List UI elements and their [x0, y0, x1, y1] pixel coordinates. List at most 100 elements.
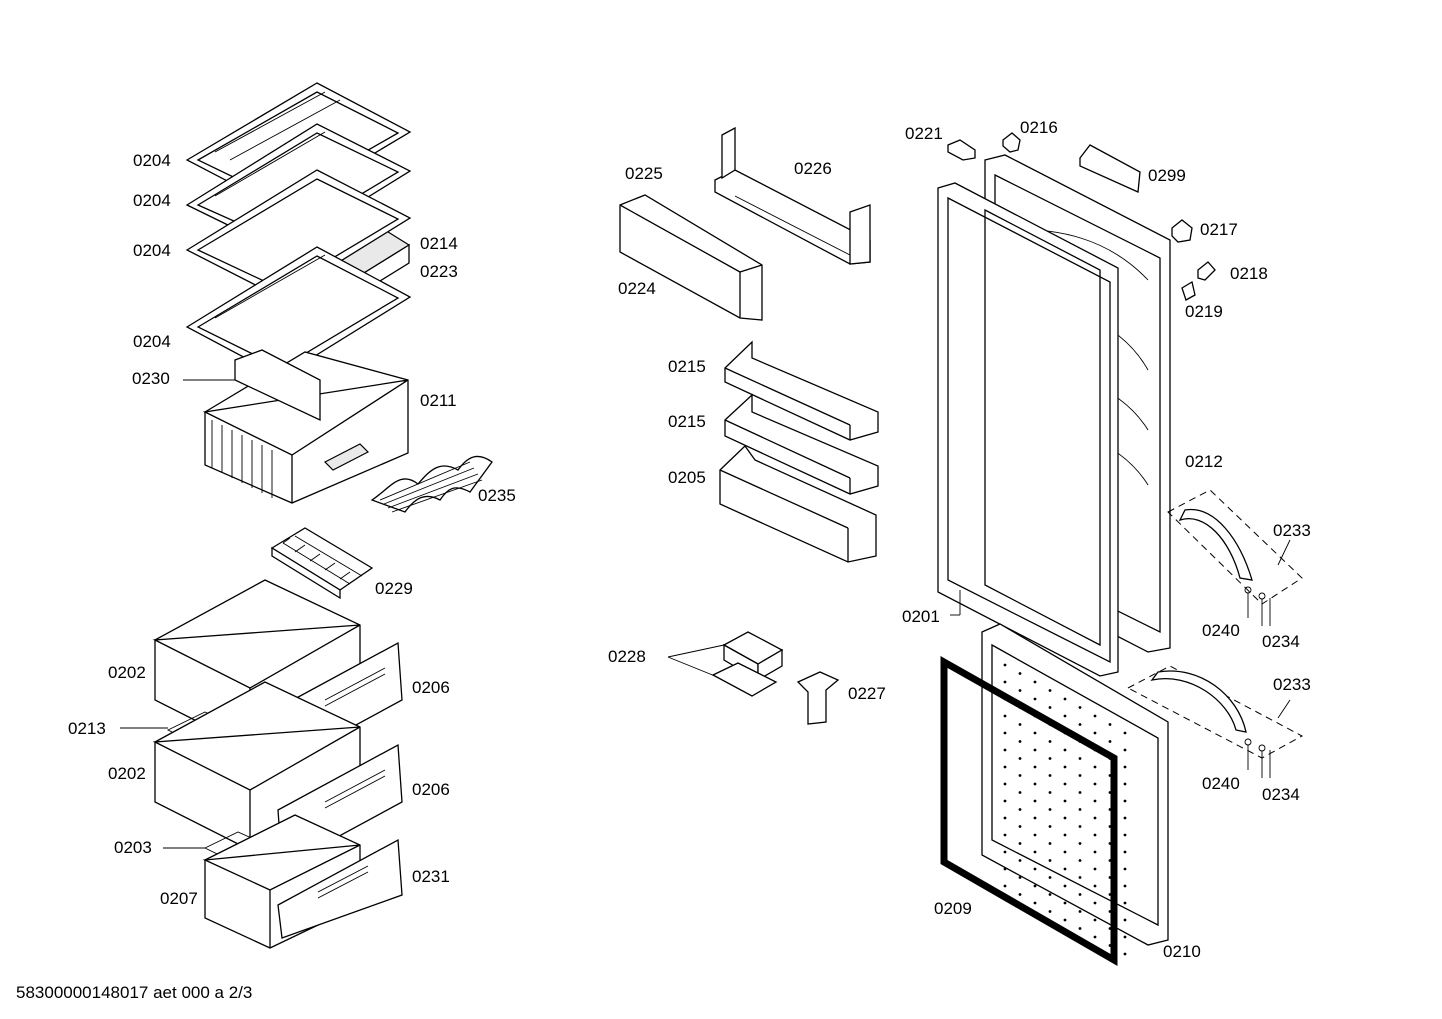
- part-label-0206[interactable]: 0206: [412, 780, 450, 799]
- door-dot: [1123, 884, 1127, 888]
- door-dot: [1033, 680, 1037, 684]
- door-dot: [1078, 723, 1082, 726]
- door-dot: [1078, 825, 1082, 828]
- door-dot: [1123, 799, 1127, 803]
- door-dot: [1033, 748, 1037, 752]
- door-dot: [1063, 731, 1067, 735]
- part-label-0211[interactable]: 0211: [420, 391, 457, 410]
- part-label-0224[interactable]: 0224: [618, 279, 656, 298]
- part-label-0230[interactable]: 0230: [132, 369, 170, 388]
- part-label-0223[interactable]: 0223: [420, 262, 458, 281]
- door-dot: [1063, 748, 1067, 752]
- door-dot: [1018, 689, 1022, 692]
- door-dot: [1033, 782, 1037, 786]
- part-label-0240[interactable]: 0240: [1202, 774, 1240, 793]
- door-dot: [1003, 680, 1007, 684]
- door-dot: [1003, 816, 1007, 820]
- freezer-drawer-bottom: [202, 814, 403, 949]
- part-label-0235[interactable]: 0235: [478, 486, 516, 505]
- door-dot: [1078, 910, 1082, 913]
- door-dot: [1003, 833, 1007, 837]
- part-label-0233[interactable]: 0233: [1273, 675, 1311, 694]
- door-dot: [1033, 850, 1037, 854]
- door-dot: [1078, 927, 1082, 930]
- part-label-0214[interactable]: 0214: [420, 234, 458, 253]
- leader-lines-left: [120, 379, 235, 849]
- door-dot: [1048, 757, 1052, 760]
- part-label-0210[interactable]: 0210: [1163, 942, 1201, 961]
- part-label-0240[interactable]: 0240: [1202, 621, 1240, 640]
- glass-shelf-4: [185, 246, 412, 378]
- door-dot: [1048, 808, 1052, 811]
- door-dot: [1093, 799, 1097, 803]
- door-dot: [1048, 791, 1052, 794]
- part-label-0228[interactable]: 0228: [608, 647, 646, 666]
- part-label-0201[interactable]: 0201: [902, 607, 940, 626]
- door-dot: [1033, 697, 1037, 701]
- part-label-0204[interactable]: 0204: [133, 191, 171, 210]
- part-label-0205[interactable]: 0205: [668, 468, 706, 487]
- door-dot: [1093, 918, 1097, 922]
- part-label-0234[interactable]: 0234: [1262, 632, 1300, 651]
- cover-0219: [1181, 280, 1196, 301]
- part-label-0207[interactable]: 0207: [160, 889, 198, 908]
- part-label-0209[interactable]: 0209: [934, 899, 972, 918]
- door-dot: [1093, 935, 1097, 939]
- door-dot: [1063, 765, 1067, 769]
- door-dot: [1078, 876, 1082, 879]
- part-label-0229[interactable]: 0229: [375, 579, 413, 598]
- part-label-0204[interactable]: 0204: [133, 332, 171, 351]
- part-label-0234[interactable]: 0234: [1262, 785, 1300, 804]
- door-dot: [1078, 791, 1082, 794]
- part-label-0221[interactable]: 0221: [905, 124, 943, 143]
- part-label-0215[interactable]: 0215: [668, 412, 706, 431]
- part-label-0299[interactable]: 0299: [1148, 166, 1186, 185]
- door-dot: [1123, 850, 1127, 854]
- door-dot: [1123, 731, 1127, 735]
- part-label-0206[interactable]: 0206: [412, 678, 450, 697]
- door-dot: [1063, 714, 1067, 718]
- door-dot: [1048, 774, 1052, 777]
- door-dot: [1018, 757, 1022, 760]
- handle-top-0233: [1167, 489, 1303, 626]
- door-dot: [1018, 825, 1022, 828]
- door-dot: [1108, 910, 1112, 913]
- door-dot: [1033, 833, 1037, 837]
- door-dot: [1018, 672, 1022, 675]
- door-dot: [1033, 901, 1037, 905]
- door-dot: [1033, 731, 1037, 735]
- door-shelf-0215-top: [724, 340, 879, 441]
- door-dot: [1018, 740, 1022, 743]
- door-dot: [1108, 808, 1112, 811]
- door-dot: [1123, 816, 1127, 820]
- document-reference: 58300000148017 aet 000 a 2/3: [16, 983, 253, 1002]
- part-label-0217[interactable]: 0217: [1200, 220, 1238, 239]
- part-label-0225[interactable]: 0225: [625, 164, 663, 183]
- part-label-0204[interactable]: 0204: [133, 241, 171, 260]
- part-label-0226[interactable]: 0226: [794, 159, 832, 178]
- part-label-0231[interactable]: 0231: [412, 867, 450, 886]
- part-label-0216[interactable]: 0216: [1020, 118, 1058, 137]
- door-dot: [1018, 723, 1022, 726]
- part-label-0227[interactable]: 0227: [848, 684, 886, 703]
- door-dot: [1033, 816, 1037, 820]
- part-label-0218[interactable]: 0218: [1230, 264, 1268, 283]
- part-label-0203[interactable]: 0203: [114, 838, 152, 857]
- part-label-0219[interactable]: 0219: [1185, 302, 1223, 321]
- door-dot: [1108, 876, 1112, 879]
- leader-lines-right: [950, 590, 961, 616]
- clip-0227: [796, 671, 840, 725]
- hinge-0221: [947, 139, 976, 161]
- part-label-0213[interactable]: 0213: [68, 719, 106, 738]
- door-dot: [1123, 765, 1127, 769]
- part-label-0202[interactable]: 0202: [108, 663, 146, 682]
- door-dot: [1108, 927, 1112, 930]
- part-label-0212[interactable]: 0212: [1185, 452, 1223, 471]
- part-label-0202[interactable]: 0202: [108, 764, 146, 783]
- door-dot: [1093, 714, 1097, 718]
- part-label-0204[interactable]: 0204: [133, 151, 171, 170]
- part-label-0233[interactable]: 0233: [1273, 521, 1311, 540]
- egg-box-0228: [711, 631, 784, 697]
- part-label-0215[interactable]: 0215: [668, 357, 706, 376]
